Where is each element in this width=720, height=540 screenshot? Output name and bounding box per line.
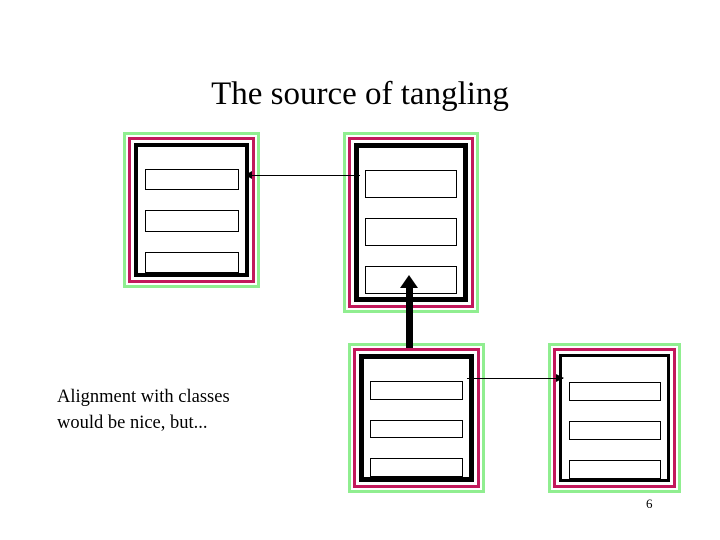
page-title: The source of tangling bbox=[211, 76, 509, 112]
connector-line-top bbox=[250, 175, 360, 176]
connector-arrowhead-top bbox=[245, 171, 252, 179]
connector-arrowhead-vertical bbox=[400, 275, 418, 288]
connector-line-bottom bbox=[467, 378, 563, 379]
module-slot-group bbox=[134, 143, 249, 277]
module-slot bbox=[365, 218, 457, 246]
page-number: 6 bbox=[646, 496, 653, 511]
module-slot bbox=[568, 382, 661, 401]
connector-arrowhead-bottom bbox=[556, 374, 564, 382]
module-slot bbox=[144, 169, 239, 191]
module-slot-group bbox=[354, 143, 468, 302]
module-box-bottom-left[interactable] bbox=[348, 343, 485, 493]
caption-text: Alignment with classes would be nice, bu… bbox=[57, 384, 317, 436]
module-slot bbox=[370, 458, 463, 478]
module-slot bbox=[144, 210, 239, 232]
connector-stem-vertical bbox=[406, 286, 413, 348]
module-slot bbox=[568, 421, 661, 440]
module-slot-group bbox=[359, 354, 474, 482]
module-slot bbox=[365, 170, 457, 198]
module-slot bbox=[370, 381, 463, 400]
module-slot bbox=[568, 460, 661, 479]
module-box-top-right[interactable] bbox=[343, 132, 479, 313]
module-slot bbox=[144, 251, 239, 273]
module-slot bbox=[370, 419, 463, 439]
module-slot-group bbox=[559, 354, 670, 482]
caption-line-2: would be nice, but... bbox=[57, 413, 208, 433]
module-box-bottom-right[interactable] bbox=[548, 343, 681, 493]
caption-line-1: Alignment with classes bbox=[57, 387, 230, 407]
module-box-top-left[interactable] bbox=[123, 132, 260, 288]
